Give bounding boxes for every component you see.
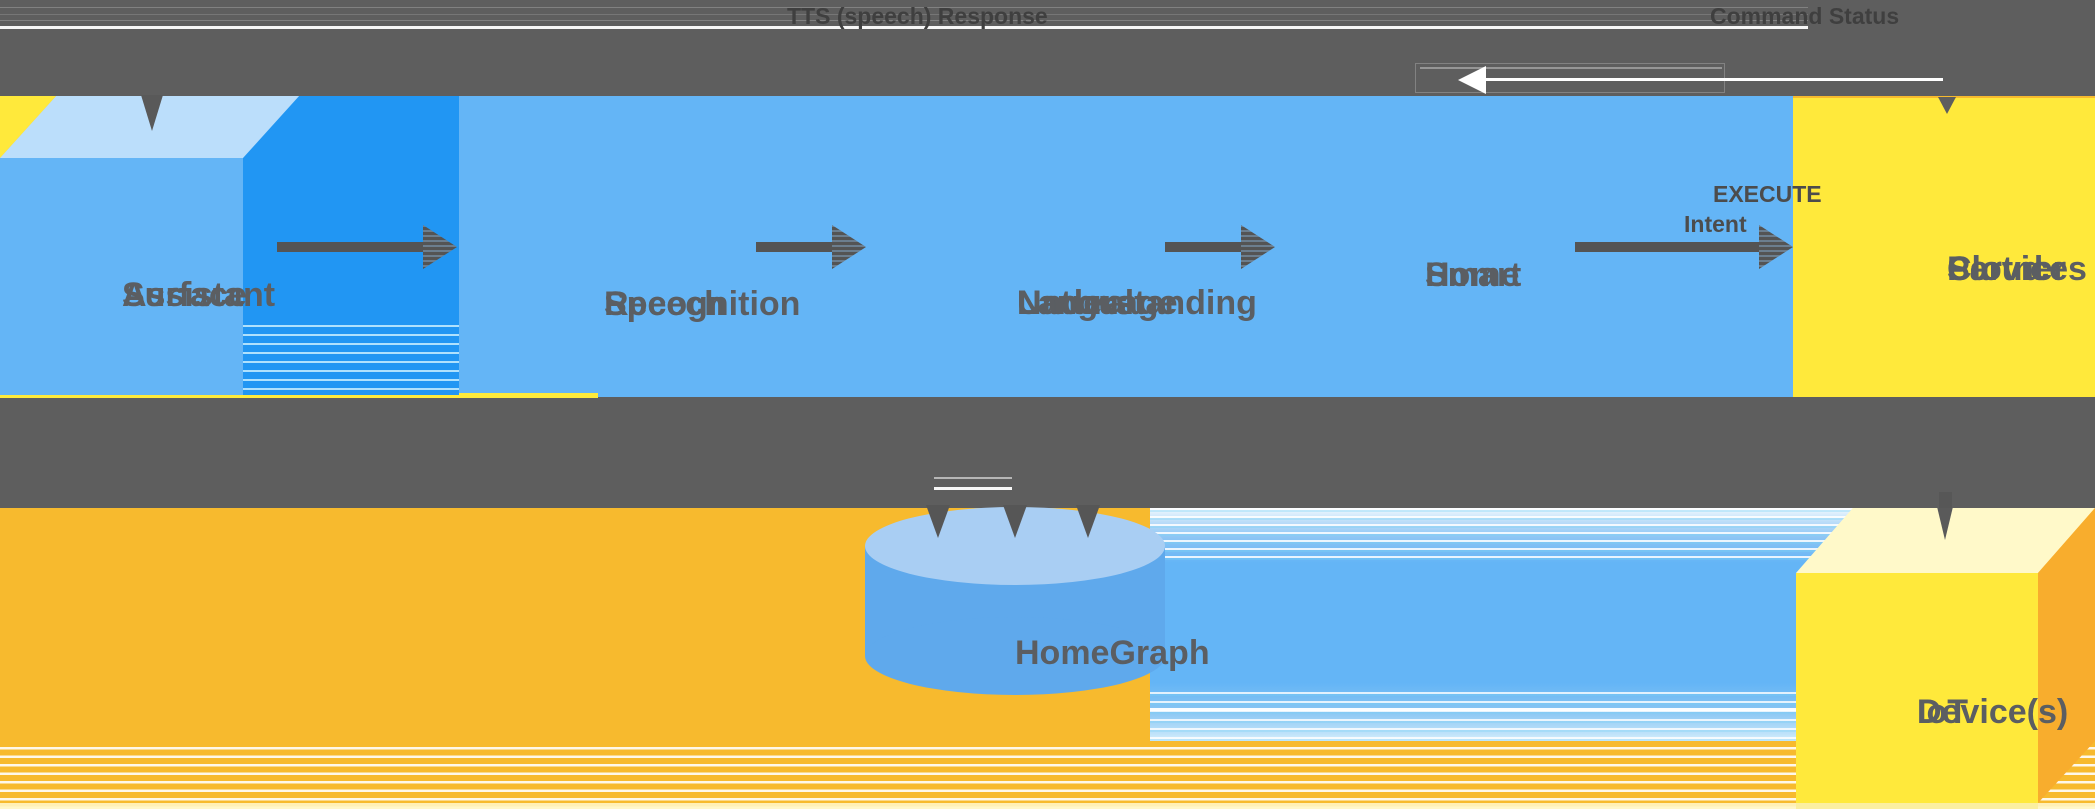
glitch-stripes-bottom bbox=[1150, 692, 1853, 741]
right-arrow-icon bbox=[277, 242, 423, 252]
right-arrow-icon bbox=[1165, 242, 1241, 252]
right-arrow-icon bbox=[756, 242, 832, 252]
glitch-white-line bbox=[1150, 708, 1853, 711]
glitch-line bbox=[934, 487, 1012, 490]
assistant-box-front-face bbox=[0, 158, 243, 395]
iot-box-front-face bbox=[1796, 573, 2038, 803]
homegraph-cylinder-bottom bbox=[865, 617, 1165, 695]
glitch-line bbox=[1420, 67, 1722, 69]
glitch-stripes bbox=[243, 325, 459, 395]
google-assistant-panel bbox=[459, 95, 1793, 397]
iot-box-bottom-strip bbox=[1796, 803, 2038, 809]
bottom-pale-strip bbox=[0, 803, 2095, 809]
iot-arrow-shaft-icon bbox=[1939, 492, 1952, 510]
glitch-line bbox=[934, 477, 1012, 479]
right-arrow-icon bbox=[1575, 242, 1759, 252]
yellow-divider-line bbox=[0, 393, 598, 398]
command-status-arrow-line bbox=[1480, 78, 1943, 81]
middle-dark-band bbox=[0, 397, 2095, 508]
glitch-line bbox=[0, 14, 1808, 15]
bottom-glitch-stripes bbox=[0, 741, 2095, 809]
tts-response-arrow-line bbox=[0, 26, 1808, 29]
partner-cloud-services-box bbox=[1793, 98, 2095, 397]
top-dark-band: TTS (speech) Response Command Status bbox=[0, 0, 2095, 96]
glitch-line bbox=[0, 7, 1808, 8]
glitch-stripes-top bbox=[1150, 508, 1853, 562]
blue-glitch-band bbox=[1150, 508, 1853, 741]
glitch-line bbox=[0, 20, 1808, 21]
